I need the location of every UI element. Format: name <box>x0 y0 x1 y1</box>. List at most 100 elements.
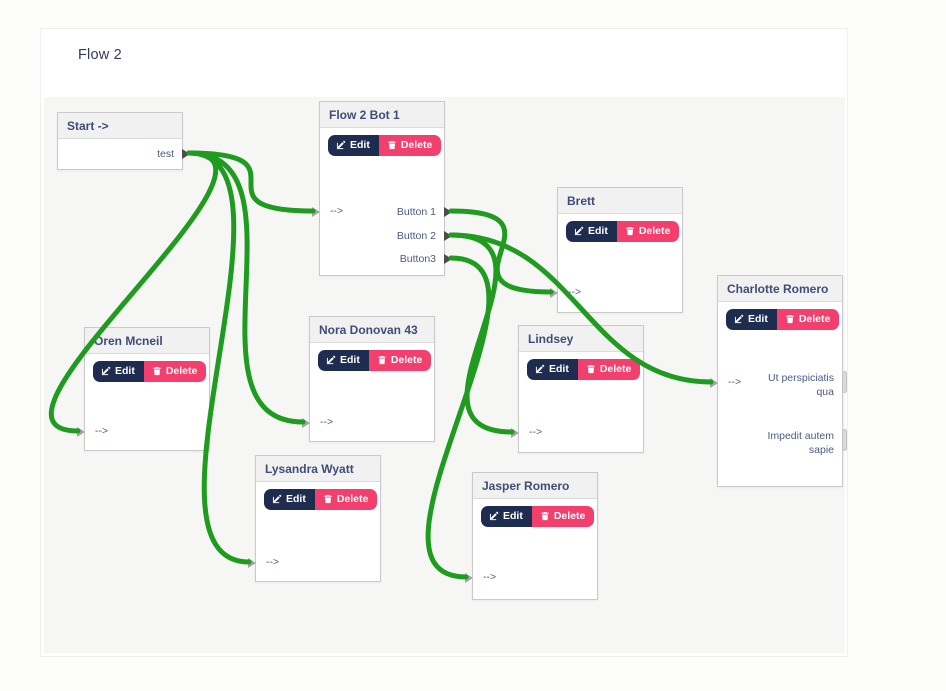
node-toolbar: Edit Delete <box>566 221 680 242</box>
connection-bot1.button3-to-jasper.in[interactable] <box>425 255 492 580</box>
node-title[interactable]: Brett <box>558 188 682 214</box>
pencil-icon <box>101 366 111 376</box>
node-title[interactable]: Jasper Romero <box>473 473 597 499</box>
delete-button[interactable]: Delete <box>143 361 207 382</box>
edit-button[interactable]: Edit <box>726 309 777 330</box>
output-endpoint-arrow-icon[interactable] <box>444 231 452 241</box>
delete-button[interactable]: Delete <box>577 359 641 380</box>
pencil-icon <box>535 364 545 374</box>
input-port-in: --> <box>330 205 344 217</box>
input-endpoint-arrow-icon[interactable] <box>550 288 558 298</box>
connection-start.test-to-oren.in[interactable] <box>48 150 219 434</box>
input-port-in: --> <box>266 556 280 568</box>
input-port-in: --> <box>529 426 543 438</box>
node-toolbar: Edit Delete <box>93 361 207 382</box>
trash-icon <box>540 511 550 521</box>
node-toolbar: Edit Delete <box>264 489 378 510</box>
connection-start.test-to-bot1.in[interactable] <box>186 150 316 214</box>
pencil-icon <box>489 511 499 521</box>
edit-button[interactable]: Edit <box>328 135 379 156</box>
output-endpoint-tab[interactable] <box>842 371 847 393</box>
input-endpoint-arrow-icon[interactable] <box>248 558 256 568</box>
input-endpoint-arrow-icon[interactable] <box>465 573 473 583</box>
output-port-out2: Impedit autem sapie <box>767 430 834 457</box>
delete-button-label: Delete <box>638 225 671 237</box>
node-toolbar: Edit Delete <box>328 135 442 156</box>
edit-button[interactable]: Edit <box>318 350 369 371</box>
node-start[interactable]: Start ->test <box>57 112 190 170</box>
node-title[interactable]: Lysandra Wyatt <box>256 456 380 482</box>
delete-button[interactable]: Delete <box>531 506 595 527</box>
output-endpoint-arrow-icon[interactable] <box>182 149 190 159</box>
output-port-button1: Button 1 <box>396 206 436 218</box>
connection-bot1.button1-to-brett.in[interactable] <box>448 208 554 295</box>
page-title: Flow 2 <box>78 47 122 63</box>
delete-button-label: Delete <box>336 493 369 505</box>
input-endpoint-arrow-icon[interactable] <box>302 418 310 428</box>
connection-start.test-to-lysandra.in[interactable] <box>186 150 252 565</box>
output-endpoint-tab[interactable] <box>842 429 847 451</box>
delete-button[interactable]: Delete <box>776 309 840 330</box>
delete-button[interactable]: Delete <box>616 221 680 242</box>
edit-button-label: Edit <box>549 363 569 375</box>
edit-button[interactable]: Edit <box>264 489 315 510</box>
connection-bot1.button2-to-lindsey.in[interactable] <box>448 232 515 435</box>
node-bot1[interactable]: Flow 2 Bot 1 Edit Delete --> Button 1 Button … <box>312 101 452 276</box>
node-toolbar: Edit Delete <box>527 359 641 380</box>
edit-button[interactable]: Edit <box>481 506 532 527</box>
node-title[interactable]: Charlotte Romero <box>718 276 842 302</box>
pencil-icon <box>272 494 282 504</box>
node-toolbar: Edit Delete <box>726 309 840 330</box>
edit-button-label: Edit <box>350 139 370 151</box>
pencil-icon <box>336 140 346 150</box>
output-endpoint-arrow-icon[interactable] <box>444 254 452 264</box>
trash-icon <box>387 140 397 150</box>
node-title[interactable]: Flow 2 Bot 1 <box>320 102 444 128</box>
input-port-in: --> <box>95 425 109 437</box>
node-toolbar: Edit Delete <box>481 506 595 527</box>
input-endpoint-arrow-icon[interactable] <box>312 207 320 217</box>
output-port-out1: Ut perspiciatis qua <box>768 372 834 399</box>
delete-button-label: Delete <box>390 354 423 366</box>
trash-icon <box>377 355 387 365</box>
edit-button-label: Edit <box>748 313 768 325</box>
trash-icon <box>625 226 635 236</box>
trash-icon <box>586 364 596 374</box>
delete-button[interactable]: Delete <box>378 135 442 156</box>
input-endpoint-arrow-icon[interactable] <box>77 427 85 437</box>
edit-button[interactable]: Edit <box>527 359 578 380</box>
delete-button[interactable]: Delete <box>314 489 378 510</box>
pencil-icon <box>574 226 584 236</box>
trash-icon <box>323 494 333 504</box>
edit-button[interactable]: Edit <box>93 361 144 382</box>
connection-start.test-to-nora.in[interactable] <box>186 150 306 425</box>
output-endpoint-arrow-icon[interactable] <box>444 207 452 217</box>
node-title[interactable]: Nora Donovan 43 <box>310 317 434 343</box>
pencil-icon <box>734 314 744 324</box>
node-title[interactable]: Oren Mcneil <box>85 328 209 354</box>
delete-button-label: Delete <box>165 365 198 377</box>
input-endpoint-arrow-icon[interactable] <box>511 428 519 438</box>
connection-bot1.button2-to-charlotte.in[interactable] <box>448 232 714 385</box>
edit-button-label: Edit <box>588 225 608 237</box>
pencil-icon <box>326 355 336 365</box>
edit-button[interactable]: Edit <box>566 221 617 242</box>
trash-icon <box>785 314 795 324</box>
output-port-button3: Button3 <box>399 253 436 265</box>
input-port-in: --> <box>483 571 497 583</box>
delete-button-label: Delete <box>553 510 586 522</box>
output-port-button2: Button 2 <box>396 230 436 242</box>
node-title[interactable]: Start -> <box>58 113 182 139</box>
input-endpoint-arrow-icon[interactable] <box>710 378 718 388</box>
delete-button-label: Delete <box>599 363 632 375</box>
delete-button[interactable]: Delete <box>368 350 432 371</box>
